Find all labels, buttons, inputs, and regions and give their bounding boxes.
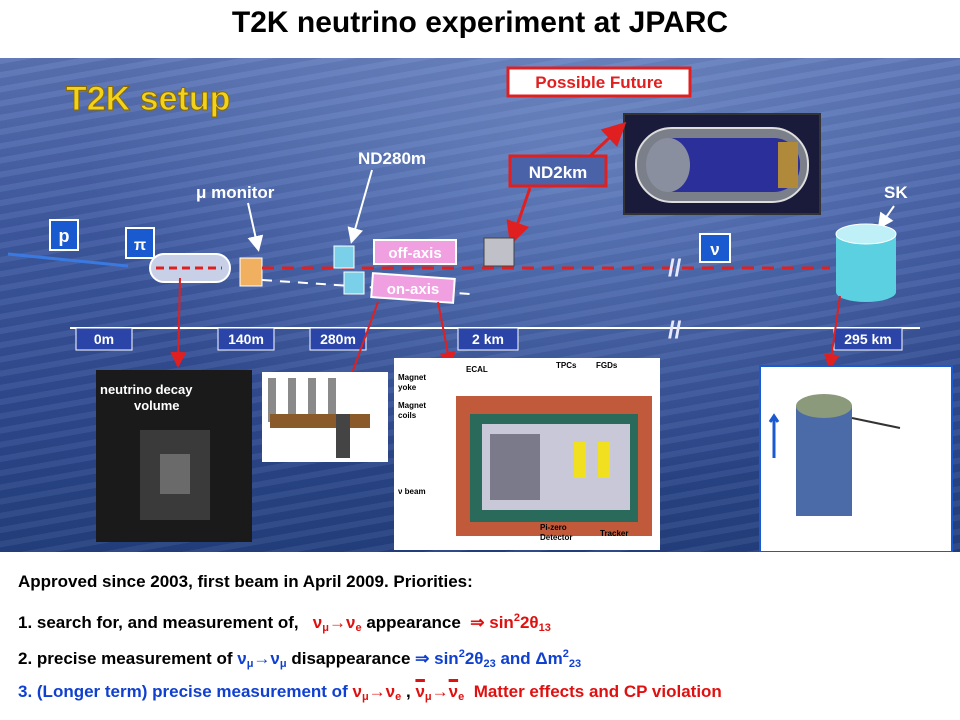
- diagram-heading: T2K setup: [66, 80, 230, 118]
- sk-label: SK: [884, 183, 908, 202]
- magnet-yoke-label-2: yoke: [398, 383, 417, 392]
- page-title: T2K neutrino experiment at JPARC: [231, 6, 729, 39]
- magnet-coils-label-2: coils: [398, 411, 417, 420]
- intro-line: Approved since 2003, first beam in April…: [18, 572, 473, 591]
- priority-2-prefix: 2. precise measurement of: [18, 649, 233, 668]
- distance-2km: 2 km: [472, 331, 504, 347]
- distance-140m: 140m: [228, 331, 264, 347]
- distance-295km: 295 km: [844, 331, 891, 347]
- nd2km-detector-image: [623, 113, 821, 215]
- ecal-label: ECAL: [466, 365, 488, 374]
- pi-zero-label-1: Pi-zero: [540, 523, 567, 532]
- priority-1-mid: appearance: [366, 613, 461, 632]
- priority-2-mid: disappearance: [291, 649, 411, 668]
- decay-volume-line2: volume: [134, 398, 180, 413]
- priority-3-mid: precise measurement of: [152, 682, 348, 701]
- decay-volume-line1: neutrino decay: [100, 382, 193, 397]
- magnet-coils-label-1: Magnet: [398, 401, 426, 410]
- p-box: p: [59, 226, 70, 246]
- t2k-setup-diagram: T2K setup Possible Future ND2km ND280m μ…: [0, 58, 960, 552]
- pi-zero-label-2: Detector: [540, 533, 572, 542]
- priority-3: 3. (Longer term) precise measurement of …: [18, 682, 722, 703]
- priority-3-tail: Matter effects and CP violation: [473, 682, 722, 701]
- mu-monitor-label: μ monitor: [196, 183, 275, 202]
- on-axis-label: on-axis: [387, 281, 440, 298]
- priority-1: 1. search for, and measurement of, νμ→νe…: [18, 612, 551, 634]
- sk-detector-image: [759, 365, 953, 552]
- priorities-text: Approved since 2003, first beam in April…: [0, 552, 960, 720]
- possible-future-label: Possible Future: [535, 73, 663, 92]
- nd280-detector-image: Magnet yoke Magnet coils ECAL TPCs FGDs …: [394, 358, 660, 550]
- svg-text://: //: [668, 255, 682, 282]
- distance-280m: 280m: [320, 331, 356, 347]
- nu-box: ν: [710, 240, 719, 259]
- nd2km-label: ND2km: [529, 163, 588, 182]
- tpcs-label: TPCs: [556, 361, 577, 370]
- nu-beam-label: ν beam: [398, 487, 426, 496]
- priority-2: 2. precise measurement of νμ→νμ disappea…: [18, 648, 582, 670]
- priority-1-prefix: 1. search for, and measurement of,: [18, 613, 299, 632]
- priority-3-prefix: 3. (Longer term): [18, 682, 148, 701]
- nd280m-label: ND280m: [358, 149, 426, 168]
- off-axis-label: off-axis: [388, 245, 441, 262]
- pi-box: π: [134, 237, 146, 254]
- distance-0m: 0m: [94, 331, 114, 347]
- decay-volume-image: neutrino decay volume: [96, 370, 252, 542]
- tracker-label: Tracker: [600, 529, 628, 538]
- svg-text://: //: [668, 317, 682, 344]
- on-axis-detector-image: [262, 372, 388, 462]
- magnet-yoke-label-1: Magnet: [398, 373, 426, 382]
- fgds-label: FGDs: [596, 361, 618, 370]
